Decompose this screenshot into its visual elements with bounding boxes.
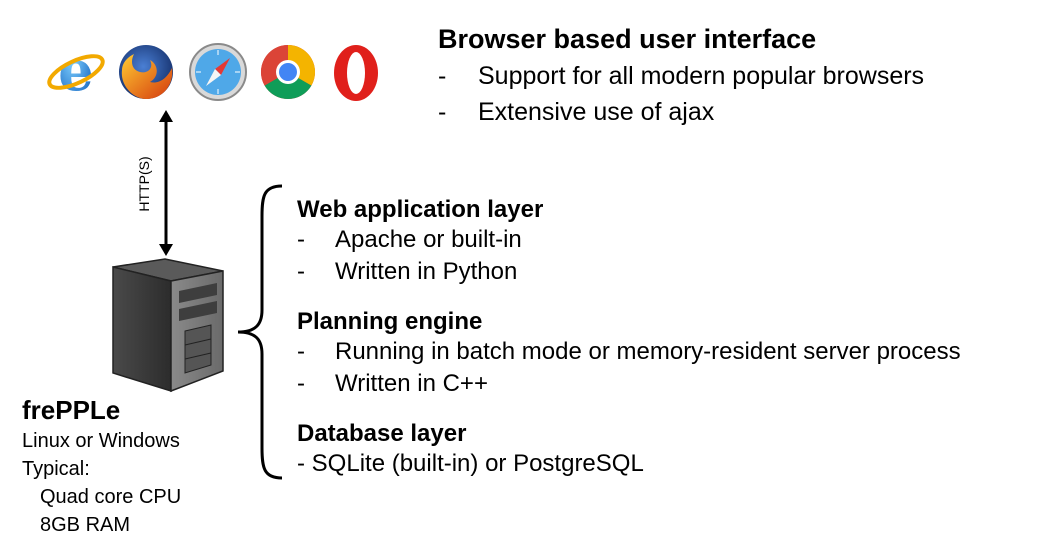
spec-cpu: Quad core CPU (40, 486, 182, 508)
safari-icon (186, 40, 250, 104)
layer-planning-engine: Planning engine -Running in batch mode o… (297, 308, 961, 400)
ui-bullets: -Support for all modern popular browsers… (438, 58, 924, 130)
layer-title: Web application layer (297, 196, 544, 223)
layer-database: Database layer - SQLite (built-in) or Po… (297, 420, 644, 480)
spec-ram: 8GB RAM (40, 514, 131, 536)
firefox-icon (114, 40, 178, 104)
layer-title: Planning engine (297, 308, 483, 335)
layer-bullet-text: SQLite (built-in) or PostgreSQL (311, 450, 644, 477)
ui-bullet: -Support for all modern popular browsers (438, 62, 925, 90)
ui-bullet-text: Support for all modern popular browsers (478, 62, 925, 90)
internet-explorer-icon: e (44, 38, 108, 104)
opera-icon (324, 40, 388, 104)
server-specs: Linux or Windows Typical: Quad core CPU … (22, 427, 181, 539)
ui-bullet: -Extensive use of ajax (438, 98, 715, 126)
svg-text:e: e (58, 40, 94, 104)
layer-bullet: -Running in batch mode or memory-residen… (297, 338, 961, 365)
layer-bullet-text: Apache or built-in (335, 226, 522, 253)
server-title: frePPLe (22, 395, 121, 425)
layer-bullet: -Written in Python (297, 258, 518, 285)
layer-bullet-text: Running in batch mode or memory-resident… (335, 338, 961, 365)
layer-bullet: - SQLite (built-in) or PostgreSQL (297, 450, 644, 477)
layers-brace (237, 184, 283, 480)
http-arrow (159, 110, 173, 256)
layer-bullet: -Apache or built-in (297, 226, 522, 253)
layer-bullet-text: Written in C++ (335, 370, 488, 397)
layer-bullet-text: Written in Python (335, 258, 518, 285)
ui-heading: Browser based user interface (438, 24, 817, 54)
layer-bullet: -Written in C++ (297, 370, 488, 397)
chrome-icon (256, 40, 320, 104)
browser-icons: e (44, 38, 389, 108)
http-label: HTTP(S) (136, 156, 152, 212)
ui-bullet-text: Extensive use of ajax (478, 98, 715, 126)
layer-title: Database layer (297, 420, 467, 447)
typical-label: Typical: (22, 458, 90, 480)
server-os: Linux or Windows (22, 430, 180, 452)
layer-web-application: Web application layer -Apache or built-i… (297, 196, 543, 288)
server-icon (112, 258, 224, 393)
